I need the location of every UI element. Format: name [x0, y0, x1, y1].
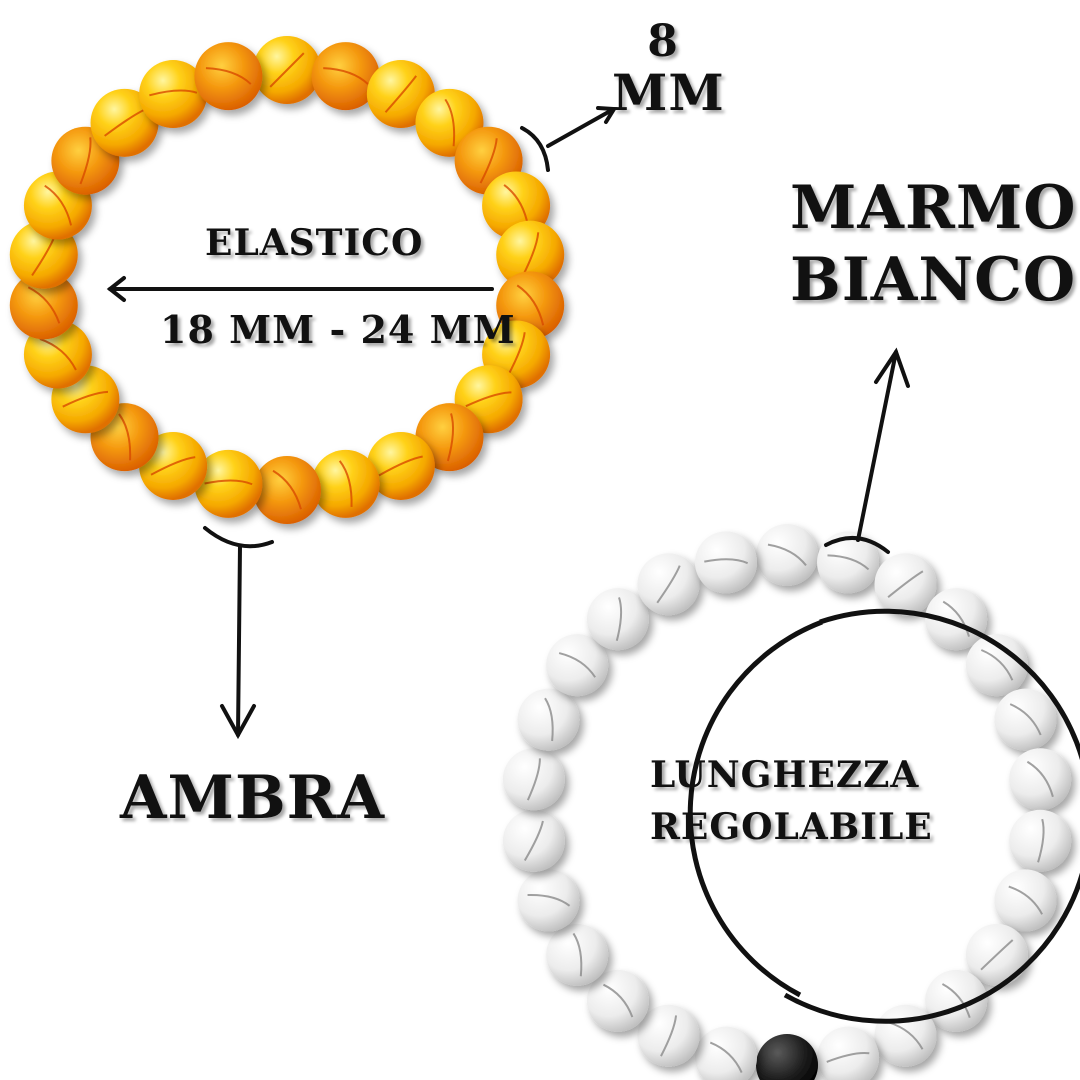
marble-bead: [637, 1005, 699, 1067]
marble-bead: [875, 553, 937, 615]
marble-bead: [994, 869, 1056, 931]
marble-bead: [637, 553, 699, 615]
marble-bead: [546, 924, 608, 986]
elastic-arrow: [110, 278, 492, 300]
amber-bead: [253, 456, 321, 524]
marble-label-line1: MARMO: [790, 176, 1020, 240]
marble-bead: [587, 588, 649, 650]
amber-bead: [194, 42, 262, 110]
amber-arrow: [205, 528, 272, 735]
bead-size-number: 8: [628, 18, 698, 66]
marble-bead: [817, 1027, 879, 1080]
adjustable-label-line1: LUNGHEZZA: [650, 754, 910, 796]
marble-arrow: [826, 352, 908, 552]
amber-bead: [312, 450, 380, 518]
size-range-label: 18 MM - 24 MM: [160, 308, 460, 352]
marble-label-line2: BIANCO: [790, 248, 1020, 312]
amber-bracelet: [10, 36, 564, 524]
marble-bead: [518, 869, 580, 931]
marble-bead: [1009, 748, 1071, 810]
marble-bead: [695, 1027, 757, 1080]
marble-bead: [1009, 810, 1071, 872]
bead-size-unit: MM: [612, 66, 716, 120]
marble-bead: [756, 524, 818, 586]
bead-size-arrow: [522, 108, 614, 170]
adjustable-label-line2: REGOLABILE: [650, 806, 910, 848]
marble-bead: [518, 689, 580, 751]
onyx-bead: [756, 1034, 818, 1080]
marble-bead: [503, 810, 565, 872]
amber-bead: [253, 36, 321, 104]
amber-label: AMBRA: [120, 766, 350, 830]
marble-bead: [503, 748, 565, 810]
marble-bead: [695, 531, 757, 593]
marble-bead: [875, 1005, 937, 1067]
marble-bead: [994, 689, 1056, 751]
elastic-label: ELASTICO: [205, 222, 415, 264]
